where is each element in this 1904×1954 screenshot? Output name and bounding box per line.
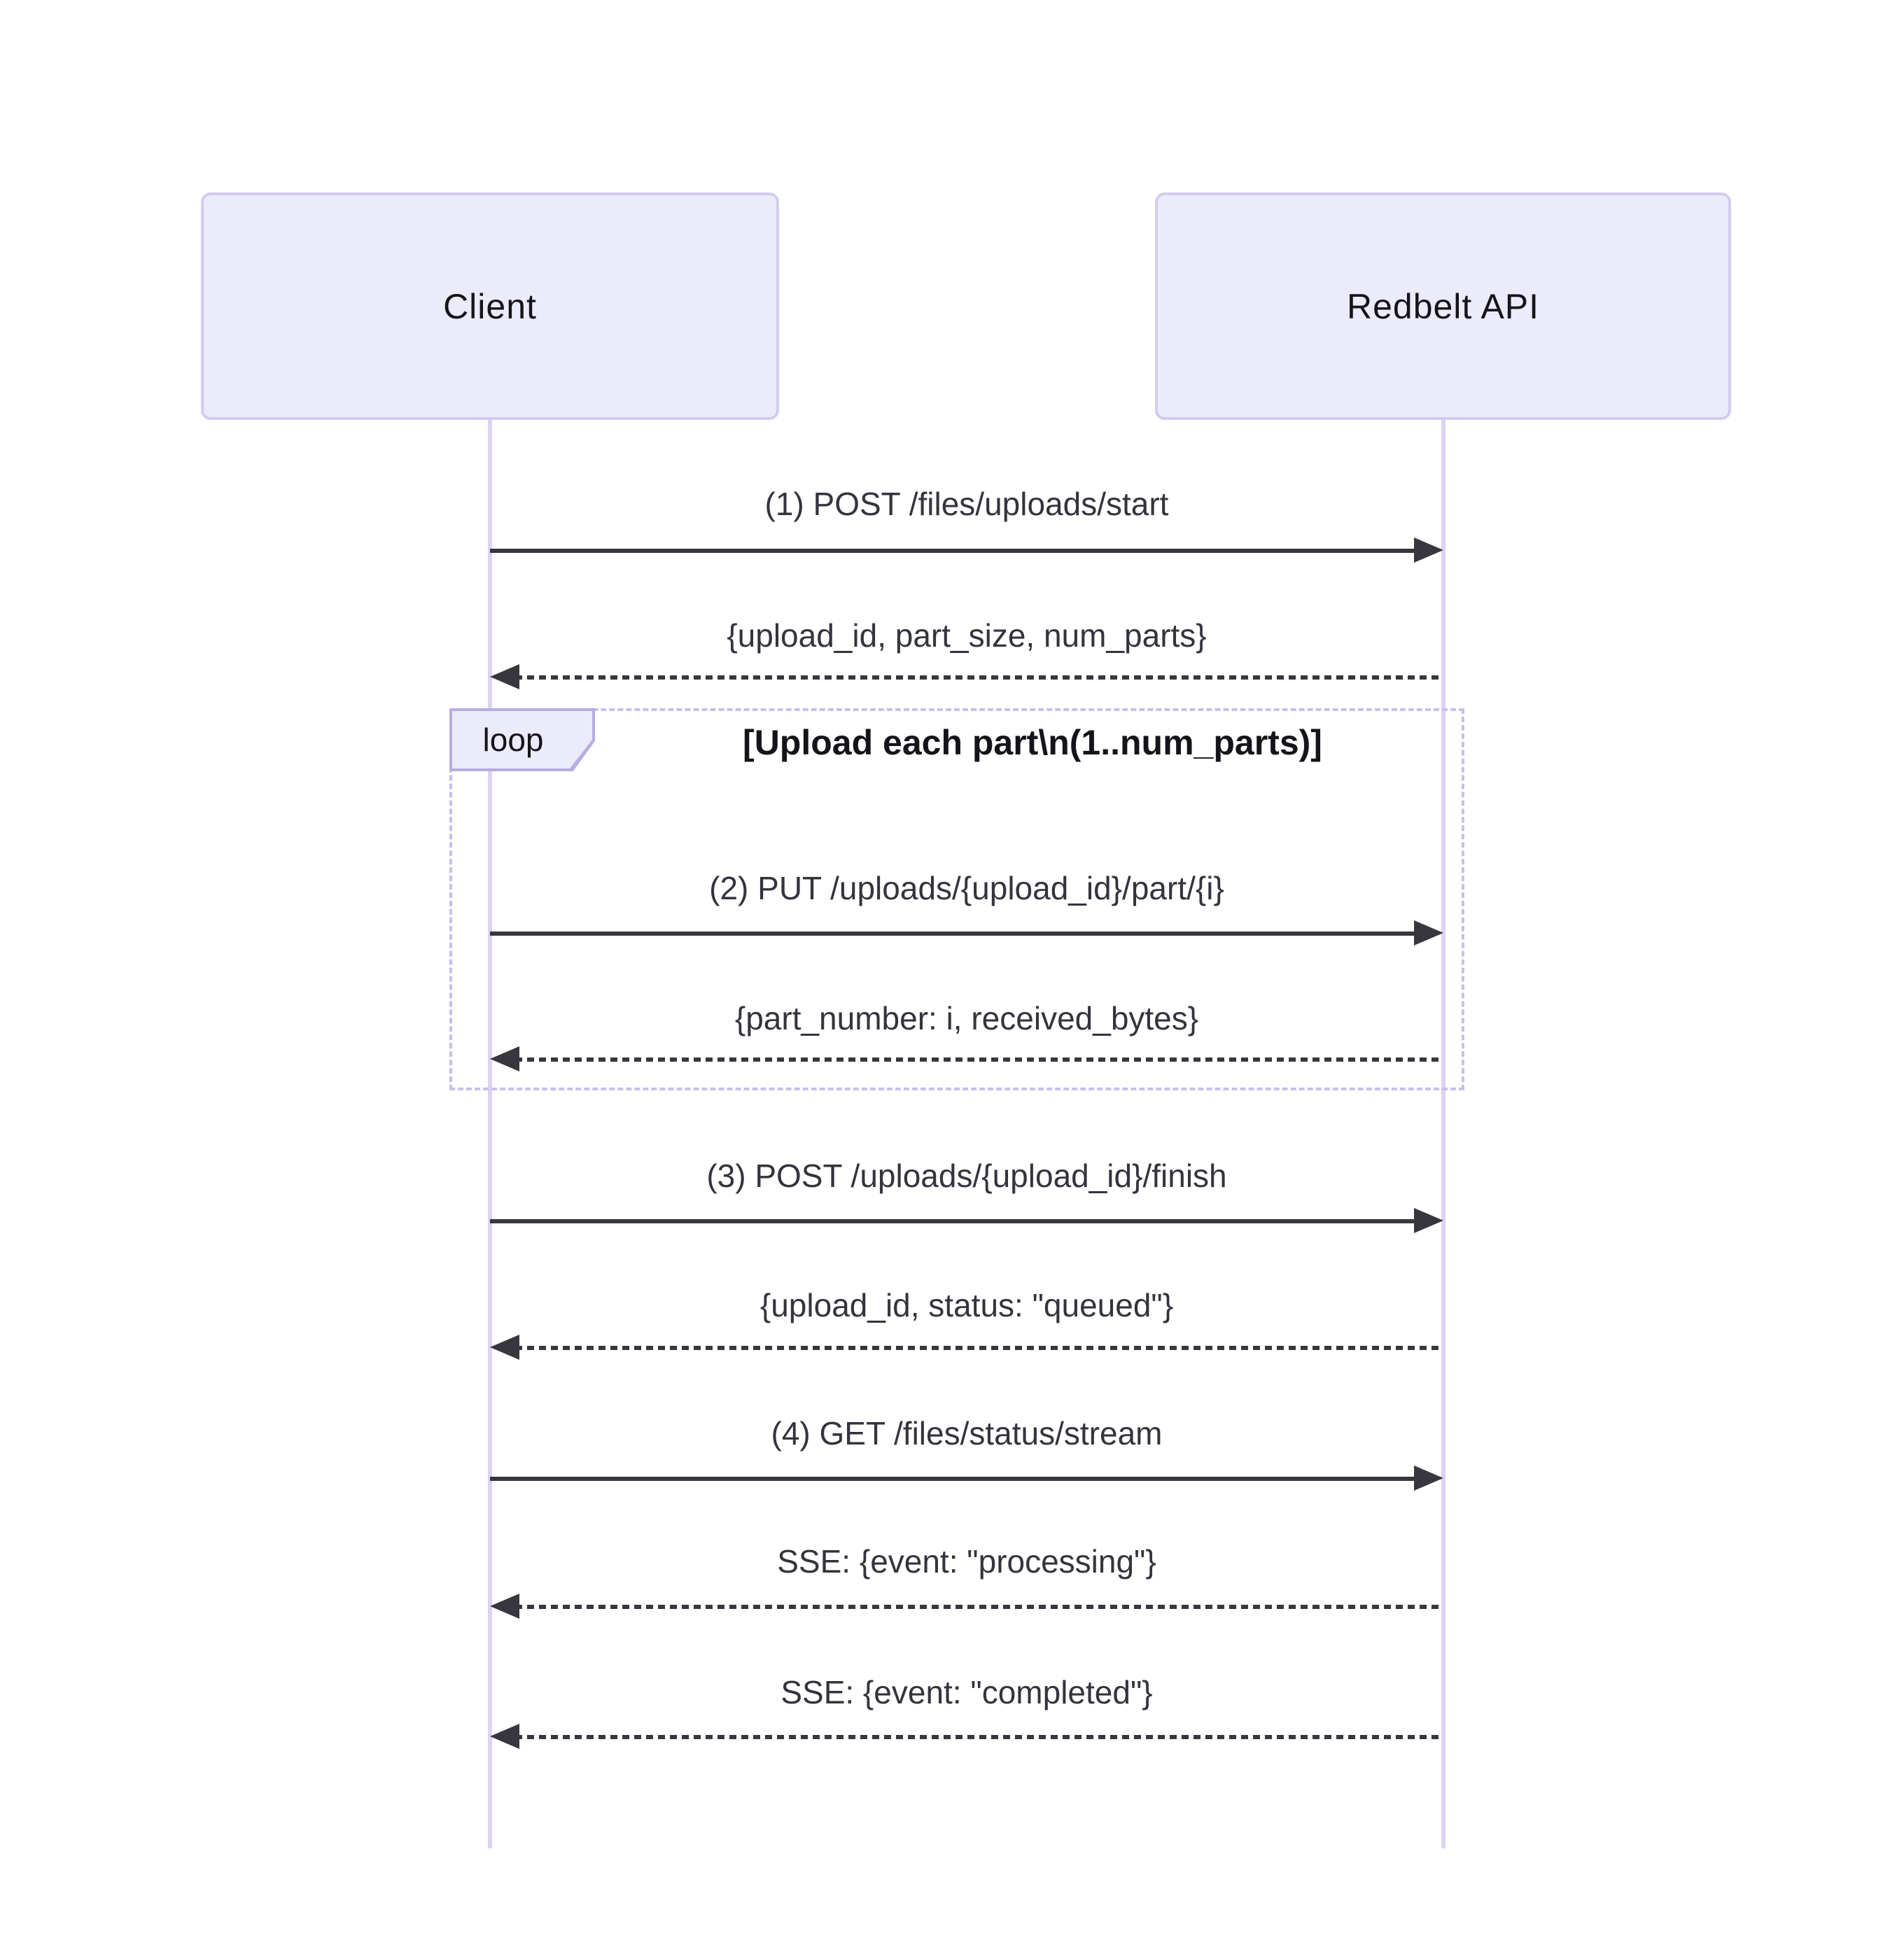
- lifeline-redbelt-api: [1441, 420, 1446, 1848]
- arrowhead-right-icon: [1414, 1208, 1443, 1233]
- message-label-3: (2) PUT /uploads/{upload_id}/part/{i}: [709, 870, 1224, 906]
- arrowhead-left-icon: [490, 1046, 519, 1071]
- message-label-5: (3) POST /uploads/{upload_id}/finish: [706, 1158, 1227, 1194]
- loop-label: loop: [452, 711, 592, 768]
- arrowhead-left-icon: [490, 664, 519, 689]
- actor-client: Client: [201, 192, 779, 420]
- arrow-line: [490, 1477, 1418, 1481]
- loop-title: [Upload each part\n(1..num_parts)]: [743, 723, 1322, 762]
- message-label-7: (4) GET /files/status/stream: [771, 1415, 1163, 1452]
- message-label-1: (1) POST /files/uploads/start: [764, 486, 1169, 522]
- arrow-line: [515, 1346, 1443, 1350]
- message-arrow-5: [490, 1208, 1443, 1233]
- loop-label-tab: loop: [449, 708, 595, 771]
- actor-redbelt-api: Redbelt API: [1155, 192, 1731, 420]
- message-arrow-8: [490, 1594, 1443, 1619]
- actor-redbelt-api-label: Redbelt API: [1346, 286, 1540, 326]
- arrow-line: [490, 932, 1418, 936]
- actor-client-label: Client: [443, 286, 537, 326]
- arrow-line: [490, 1219, 1418, 1223]
- loop-frame: [449, 708, 1464, 1090]
- message-arrow-4: [490, 1046, 1443, 1071]
- message-label-2: {upload_id, part_size, num_parts}: [727, 617, 1207, 654]
- arrow-line: [515, 675, 1443, 680]
- arrowhead-right-icon: [1414, 920, 1443, 946]
- arrowhead-left-icon: [490, 1594, 519, 1619]
- arrowhead-left-icon: [490, 1724, 519, 1749]
- message-label-9: SSE: {event: "completed"}: [780, 1674, 1153, 1710]
- lifeline-client: [488, 420, 492, 1848]
- arrow-line: [515, 1057, 1443, 1062]
- arrow-line: [490, 549, 1418, 553]
- arrowhead-right-icon: [1414, 1466, 1443, 1491]
- arrowhead-left-icon: [490, 1335, 519, 1360]
- message-arrow-7: [490, 1466, 1443, 1491]
- message-arrow-2: [490, 664, 1443, 689]
- message-arrow-1: [490, 537, 1443, 563]
- message-label-6: {upload_id, status: "queued"}: [760, 1287, 1174, 1323]
- arrow-line: [515, 1735, 1443, 1739]
- arrow-line: [515, 1605, 1443, 1609]
- arrowhead-right-icon: [1414, 537, 1443, 563]
- message-arrow-3: [490, 920, 1443, 946]
- message-arrow-6: [490, 1335, 1443, 1360]
- message-arrow-9: [490, 1724, 1443, 1749]
- message-label-4: {part_number: i, received_bytes}: [734, 1000, 1199, 1036]
- message-label-8: SSE: {event: "processing"}: [777, 1543, 1156, 1580]
